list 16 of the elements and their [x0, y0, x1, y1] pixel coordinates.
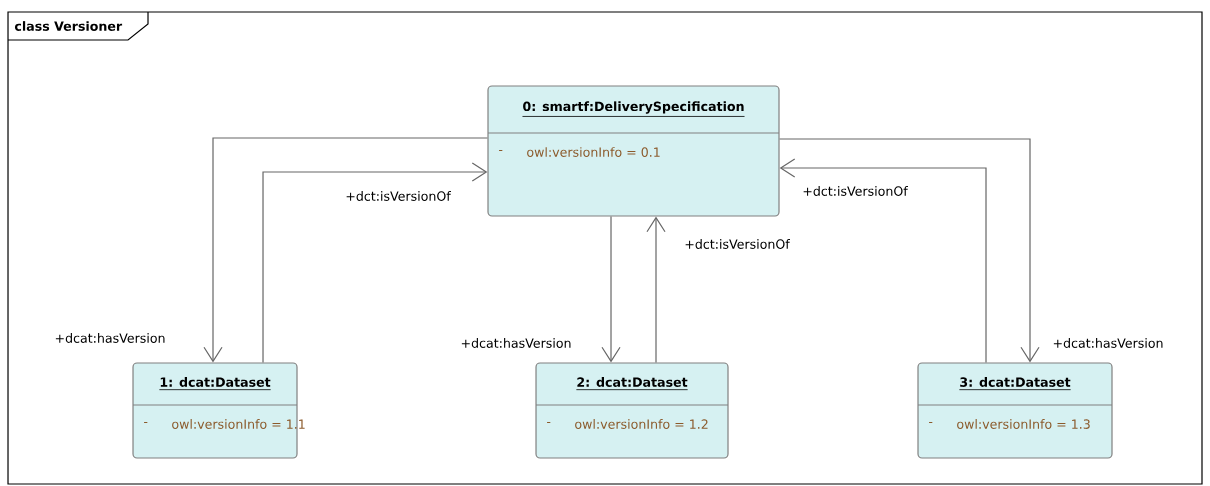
class-box: 2: dcat:Dataset - owl:versionInfo = 1.2 — [535, 362, 729, 459]
role-label: +dcat:hasVersion — [458, 336, 574, 350]
arrow — [779, 138, 1040, 363]
role-label: +dcat:hasVersion — [52, 331, 168, 345]
arrow — [601, 216, 621, 363]
role-label: +dcat:hasVersion — [1050, 336, 1166, 350]
class-box: 0: smartf:DeliverySpecification - owl:versionInfo = 0.1 — [487, 85, 780, 217]
role-label: +dct:isVersionOf — [343, 189, 453, 203]
class-box: 3: dcat:Dataset - owl:versionInfo = 1.3 — [917, 362, 1113, 459]
class-box: 1: dcat:Dataset - owl:versionInfo = 1.1 — [132, 362, 305, 459]
arrow — [203, 137, 488, 363]
arrow — [262, 162, 488, 363]
role-label: +dct:isVersionOf — [800, 184, 910, 198]
arrow — [779, 158, 987, 363]
role-label: +dct:isVersionOf — [682, 237, 792, 251]
arrow — [646, 216, 666, 363]
